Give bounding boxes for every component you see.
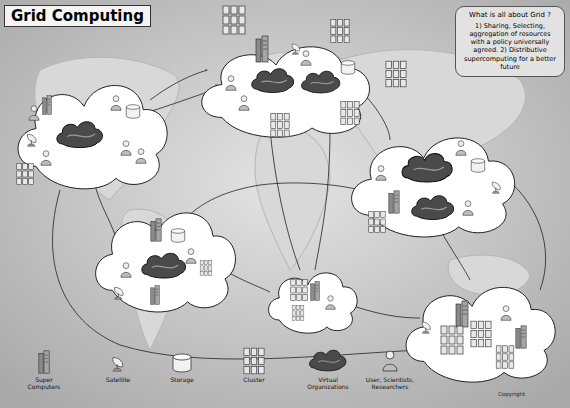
- note-box: What is all about Grid ? 1) Sharing, Sele…: [455, 6, 565, 77]
- legend-text: Cluster: [234, 377, 274, 384]
- diagram-title: Grid Computing: [4, 5, 151, 27]
- copyright-note: Copyright: [498, 391, 525, 397]
- note-heading: What is all about Grid ?: [462, 11, 558, 19]
- legend-text: Satellite: [98, 377, 138, 384]
- legend-text: Super Computers: [19, 377, 69, 391]
- legend-text: Storage: [162, 377, 202, 384]
- legend-text: Virtual Organizations: [300, 377, 356, 391]
- note-body: 1) Sharing, Selecting, aggregation of re…: [462, 22, 558, 71]
- legend-icons: [39, 348, 397, 374]
- legend-text: User, Scientists, Researchers: [360, 377, 420, 391]
